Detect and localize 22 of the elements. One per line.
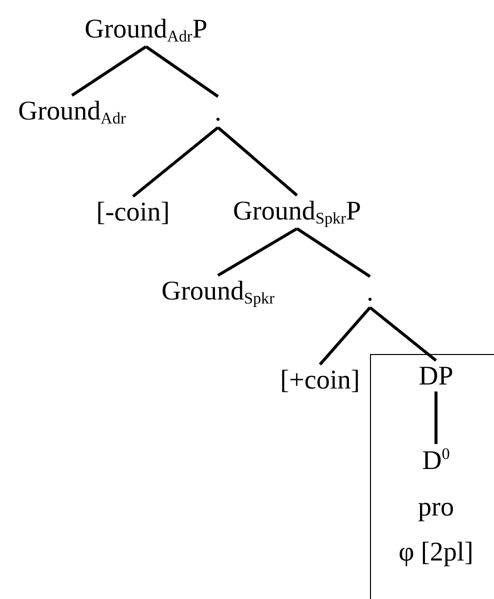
branch-line bbox=[132, 126, 219, 198]
tree-node-label: pro bbox=[418, 494, 454, 520]
tree-node-label: [+coin] bbox=[280, 366, 360, 394]
tree-node-label: [-coin] bbox=[96, 198, 170, 226]
branch-line bbox=[145, 45, 219, 98]
tree-node-label: Ground$_{Adr}$P bbox=[84, 15, 208, 45]
branch-line bbox=[217, 126, 298, 197]
branch-line bbox=[318, 306, 372, 366]
tree-node-label: . bbox=[366, 278, 374, 306]
tree-node-label: DP bbox=[418, 362, 454, 390]
branch-line bbox=[434, 392, 438, 444]
branch-line bbox=[296, 227, 371, 278]
tree-node-label: Ground$_{Spkr}$ bbox=[161, 277, 275, 307]
tree-node-label: Ground$_{Spkr}$P bbox=[232, 197, 362, 227]
tree-node-label: . bbox=[214, 98, 222, 126]
enclosing-box bbox=[370, 354, 494, 599]
tree-node-label: D$^{0}$ bbox=[422, 446, 450, 474]
branch-line bbox=[217, 227, 298, 277]
branch-line bbox=[71, 45, 147, 97]
tree-node-label: Ground$_{Adr}$ bbox=[18, 97, 126, 127]
branch-line bbox=[369, 306, 437, 362]
tree-node-label: φ [2pl] bbox=[398, 538, 474, 566]
